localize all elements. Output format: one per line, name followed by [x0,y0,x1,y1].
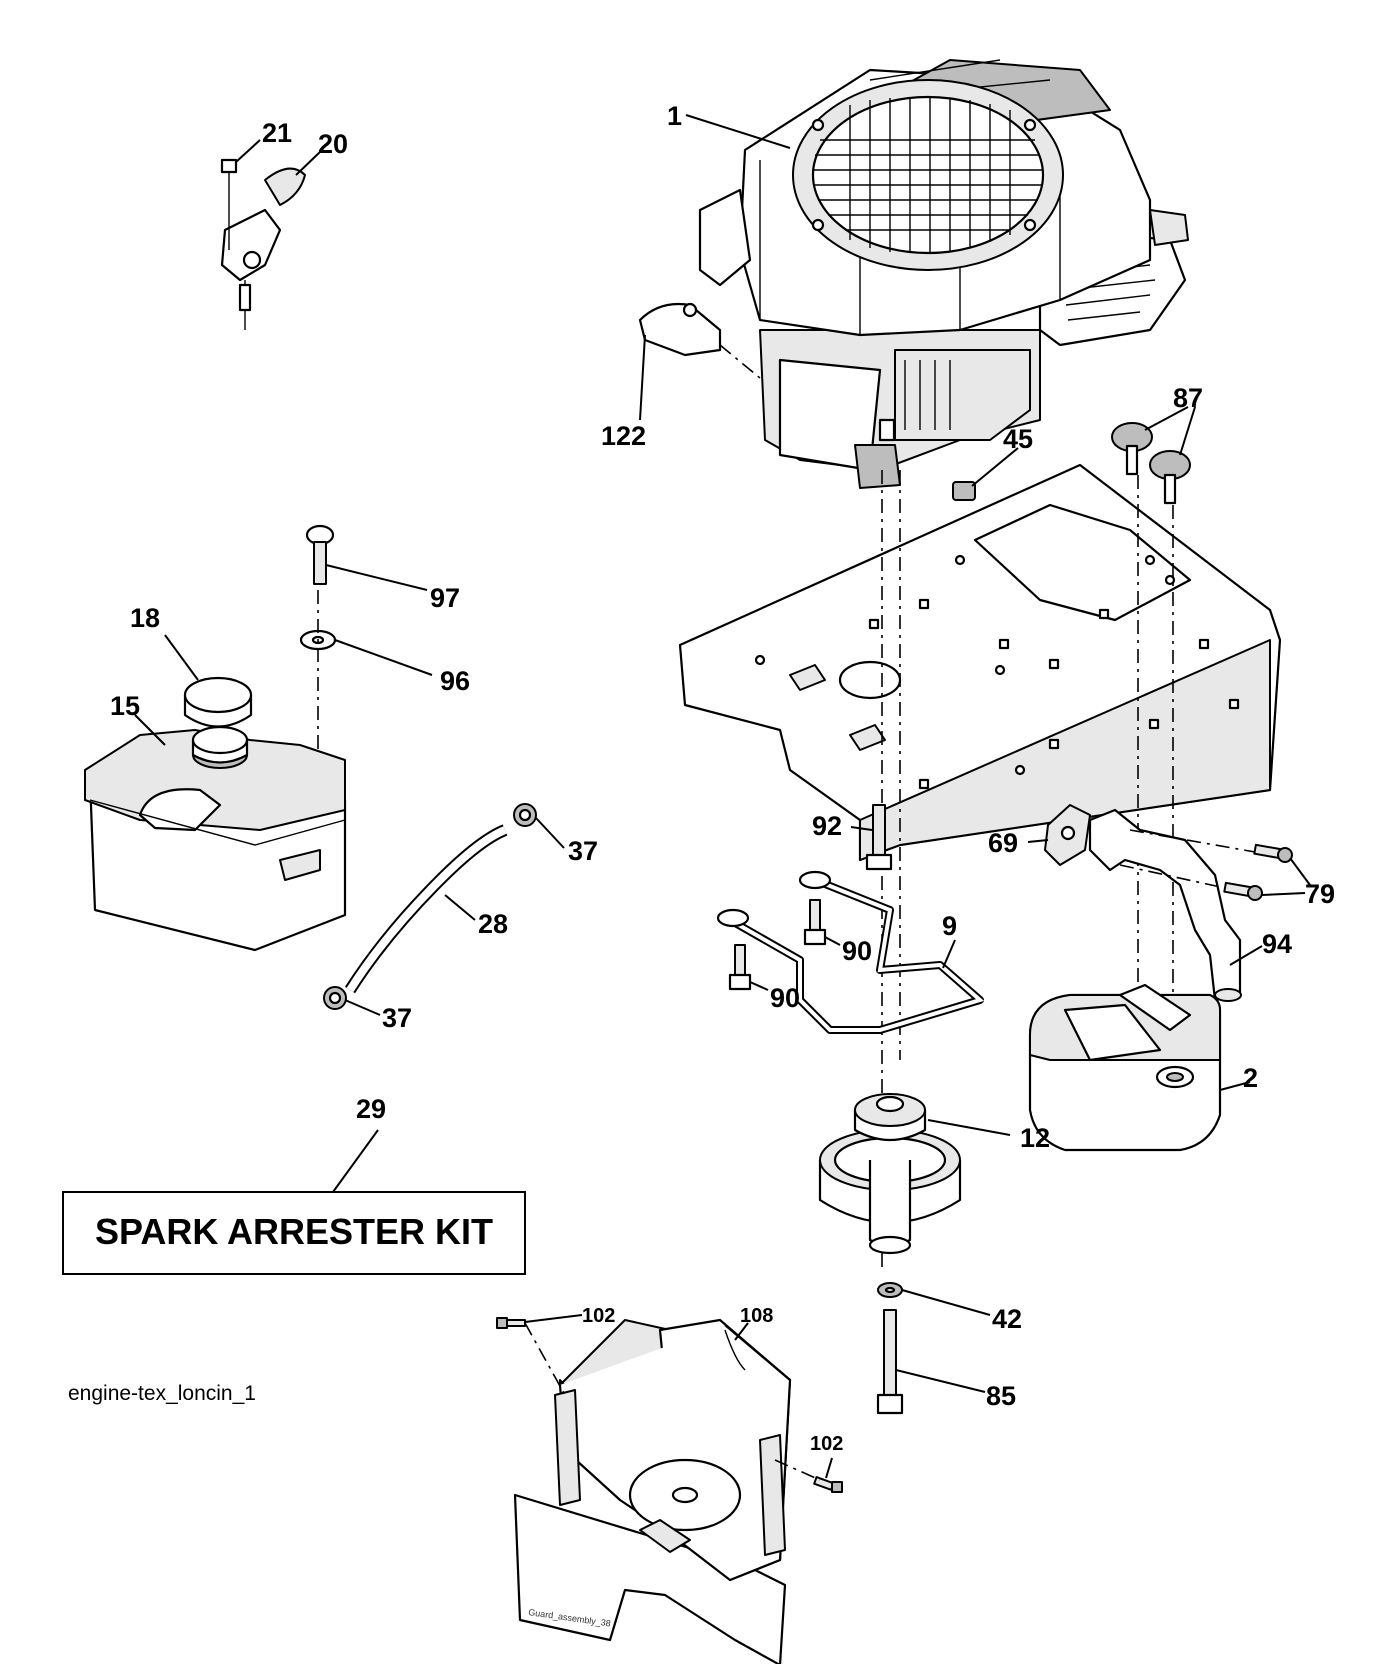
callout-90-b: 90 [770,983,800,1013]
callout-1: 1 [667,101,682,131]
part-92-bolt [865,804,893,871]
part-45-nut [952,481,976,501]
callout-87: 87 [1173,383,1203,413]
callout-69: 69 [988,828,1018,858]
part-102-screw-left [496,1317,526,1329]
callout-2: 2 [1243,1063,1258,1093]
callout-97: 97 [430,583,460,613]
part-94-exhaust-pipe [1088,808,1242,1002]
callout-37-bottom: 37 [382,1003,412,1033]
callout-28: 28 [478,909,508,939]
engine-assembly [698,59,1189,489]
part-15-fuel-tank [84,725,347,952]
callout-20: 20 [318,129,348,159]
callout-12: 12 [1020,1123,1050,1153]
callout-79: 79 [1305,879,1335,909]
callout-85: 85 [986,1381,1016,1411]
part-90-bolt-b [728,944,752,991]
part-108-guard: Guard_assembly_38 [513,1318,792,1664]
callout-108: 108 [740,1305,773,1327]
part-87-bolts [1111,422,1191,505]
throttle-control [220,158,306,330]
callout-9: 9 [942,911,957,941]
callout-102-right: 102 [810,1433,843,1455]
callout-96: 96 [440,666,470,696]
part-69-gasket [1044,804,1091,866]
callout-102-left: 102 [582,1305,615,1327]
chassis-plate [678,463,1282,862]
part-9-bracket [716,870,985,1034]
part-79-bolts [1223,843,1293,901]
callout-92: 92 [812,811,842,841]
part-42-washer [877,1282,903,1298]
callout-94: 94 [1262,929,1292,959]
callout-90-a: 90 [842,936,872,966]
part-12-pulley [818,1093,962,1255]
part-18-fuel-cap [183,676,253,728]
part-37-clamp-top [513,803,537,827]
spark-arrester-kit-box [62,1191,526,1275]
callout-29: 29 [356,1094,386,1124]
part-90-bolt-a [803,899,827,946]
callout-37-top: 37 [568,836,598,866]
part-102-screw-right [813,1476,843,1493]
spark-arrester-kit-label: SPARK ARRESTER KIT [95,1211,493,1252]
part-97-bolt [305,524,335,585]
callout-15: 15 [110,691,140,721]
callout-122: 122 [601,421,646,451]
diagram-reference-code: engine-tex_loncin_1 [68,1382,256,1405]
part-2-muffler [1028,983,1222,1152]
part-85-bolt [876,1309,904,1415]
part-37-clamp-bottom [323,986,347,1010]
callout-42: 42 [992,1304,1022,1334]
part-122-cable [638,302,722,357]
callout-18: 18 [130,603,160,633]
callout-45: 45 [1003,424,1033,454]
callout-21: 21 [262,118,292,148]
